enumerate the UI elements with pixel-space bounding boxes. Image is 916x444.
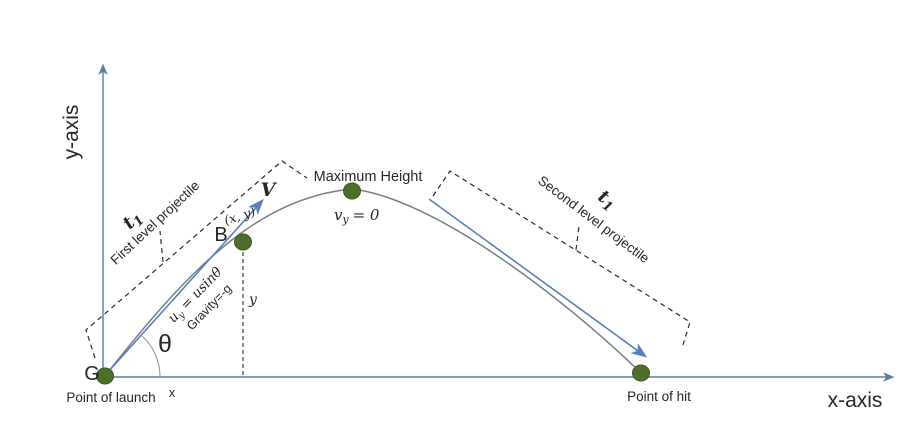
launch-caption: Point of launch bbox=[66, 390, 155, 405]
peak-dot bbox=[343, 182, 361, 200]
velocity-label: V bbox=[261, 179, 278, 201]
hit-caption: Point of hit bbox=[627, 389, 691, 404]
second-level-bracket bbox=[432, 170, 691, 346]
second-level-label: Second level projectile bbox=[535, 173, 652, 266]
first-level-bracket-pointer bbox=[159, 230, 164, 263]
launch-point-dot bbox=[96, 367, 114, 385]
ascent-velocity-arrow bbox=[107, 198, 264, 373]
y-distance-label: y bbox=[248, 292, 258, 308]
hit-point-dot bbox=[632, 364, 650, 382]
point-b-dot bbox=[234, 233, 252, 251]
vy-equation-label: vy= 0 bbox=[334, 206, 380, 226]
max-height-label: Maximum Height bbox=[314, 169, 423, 185]
angle-arc bbox=[141, 335, 161, 378]
x-axis-label: x-axis bbox=[828, 389, 883, 412]
y-axis-label: y-axis bbox=[60, 105, 83, 160]
second-level-bracket-pointer bbox=[575, 225, 580, 251]
point-b-label: B bbox=[214, 224, 227, 246]
x-distance-label: x bbox=[169, 385, 176, 400]
descent-velocity-arrow bbox=[428, 198, 648, 358]
angle-label: θ bbox=[158, 330, 172, 358]
launch-point-label: G bbox=[84, 363, 100, 385]
